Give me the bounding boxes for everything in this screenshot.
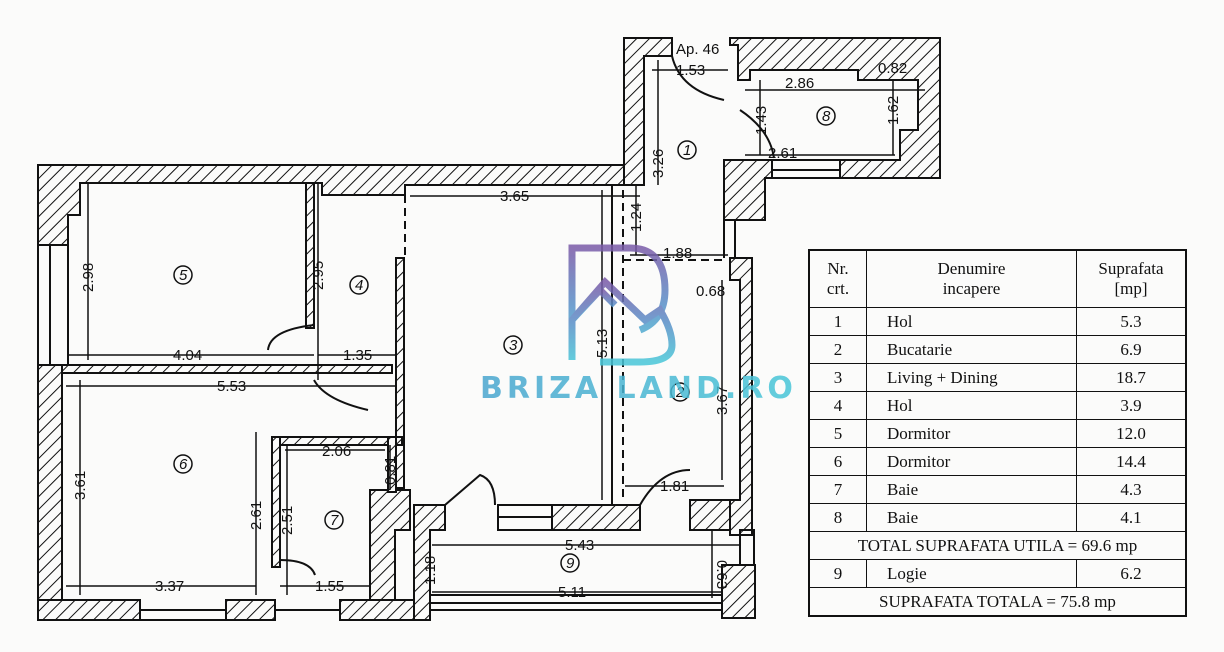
- cell-name: Hol: [866, 307, 1077, 336]
- cell-nr: 9: [808, 559, 867, 588]
- dim-2-86: 2.86: [785, 75, 814, 92]
- dim-2-06: 2.06: [322, 443, 351, 460]
- cell-name: Baie: [866, 503, 1077, 532]
- dim-2-61: 2.61: [248, 501, 265, 530]
- cell-area: 5.3: [1076, 307, 1187, 336]
- dim-1-24: 1.24: [628, 203, 645, 232]
- room-5-number: 5: [179, 267, 188, 284]
- header-area-line2: [mp]: [1114, 279, 1148, 298]
- cell-area: 12.0: [1076, 419, 1187, 448]
- cell-area: 4.1: [1076, 503, 1187, 532]
- cell-area: 14.4: [1076, 447, 1187, 476]
- cell-nr: 1: [808, 307, 867, 336]
- cell-name: Dormitor: [866, 419, 1077, 448]
- watermark-text: BRIZA LAND.RO: [480, 371, 797, 406]
- header-name-line1: Denumire: [937, 259, 1006, 278]
- room-3-number: 3: [509, 337, 518, 354]
- dim-1-55: 1.55: [315, 578, 344, 595]
- cell-nr: 5: [808, 419, 867, 448]
- cell-name: Hol: [866, 391, 1077, 420]
- cell-name: Baie: [866, 475, 1077, 504]
- dim-0-82: 0.82: [878, 60, 907, 77]
- apartment-label: Ap. 46: [676, 41, 719, 58]
- cell-nr: 3: [808, 363, 867, 392]
- total-area: SUPRAFATA TOTALA = 75.8 mp: [808, 587, 1187, 617]
- cell-name: Living + Dining: [866, 363, 1077, 392]
- cell-nr: 2: [808, 335, 867, 364]
- dim-5-53: 5.53: [217, 378, 246, 395]
- room-2-number: 2: [675, 384, 685, 401]
- total-row: SUPRAFATA TOTALA = 75.8 mp: [808, 587, 1187, 617]
- cell-area: 6.2: [1076, 559, 1187, 588]
- dim-3-61: 3.61: [72, 471, 89, 500]
- dim-1-35: 1.35: [343, 347, 372, 364]
- room-1-number: 1: [683, 142, 691, 159]
- room-6-number: 6: [179, 456, 188, 473]
- watermark-logo-icon: [568, 244, 676, 366]
- header-nr-line2: crt.: [826, 279, 850, 298]
- cell-nr: 8: [808, 503, 867, 532]
- cell-area: 6.9: [1076, 335, 1187, 364]
- dim-2-95: 2.95: [310, 261, 327, 290]
- dim-3-65: 3.65: [500, 188, 529, 205]
- dim-1-53: 1.53: [676, 62, 705, 79]
- cell-name: Dormitor: [866, 447, 1077, 476]
- room-8-number: 8: [822, 108, 831, 125]
- dim-3-67: 3.67: [714, 386, 731, 415]
- header-area: Suprafata[mp]: [1076, 249, 1187, 308]
- dim-1-18: 1.18: [422, 556, 439, 585]
- dim-0-68: 0.68: [696, 283, 725, 300]
- cell-nr: 7: [808, 475, 867, 504]
- cell-area: 3.9: [1076, 391, 1187, 420]
- dim-0-63: 0.63: [713, 560, 730, 589]
- header-name-line2: incapere: [942, 279, 1001, 298]
- header-nr: Nr.crt.: [808, 249, 867, 308]
- cell-area: 18.7: [1076, 363, 1187, 392]
- dim-1-88: 1.88: [663, 245, 692, 262]
- dim-5-11: 5.11: [558, 584, 586, 601]
- walls: [37, 37, 941, 621]
- total-utila-row: TOTAL SUPRAFATA UTILA = 69.6 mp: [808, 531, 1187, 560]
- cell-nr: 4: [808, 391, 867, 420]
- dim-3-37: 3.37: [155, 578, 184, 595]
- dim-3-26: 3.26: [650, 149, 667, 178]
- dim-2-61-top: 2.61: [768, 145, 797, 162]
- cell-name: Bucatarie: [866, 335, 1077, 364]
- header-area-line1: Suprafata: [1098, 259, 1164, 278]
- dim-2-51: 2.51: [279, 506, 296, 535]
- room-7-number: 7: [330, 512, 339, 529]
- total-utila: TOTAL SUPRAFATA UTILA = 69.6 mp: [808, 531, 1187, 560]
- dim-5-43: 5.43: [565, 537, 594, 554]
- dim-1-62: 1.62: [885, 96, 902, 125]
- dim-2-98: 2.98: [80, 263, 97, 292]
- dim-1-43: 1.43: [753, 106, 770, 135]
- room-9-number: 9: [566, 555, 575, 572]
- cell-nr: 6: [808, 447, 867, 476]
- dim-1-81: 1.81: [660, 478, 689, 495]
- dim-4-04: 4.04: [173, 347, 202, 364]
- header-nr-line1: Nr.: [827, 259, 849, 278]
- dim-0-81: 0.81: [382, 456, 399, 485]
- cell-name: Logie: [866, 559, 1077, 588]
- cell-area: 4.3: [1076, 475, 1187, 504]
- dim-5-13: 5.13: [594, 329, 611, 358]
- room-4-number: 4: [355, 277, 363, 294]
